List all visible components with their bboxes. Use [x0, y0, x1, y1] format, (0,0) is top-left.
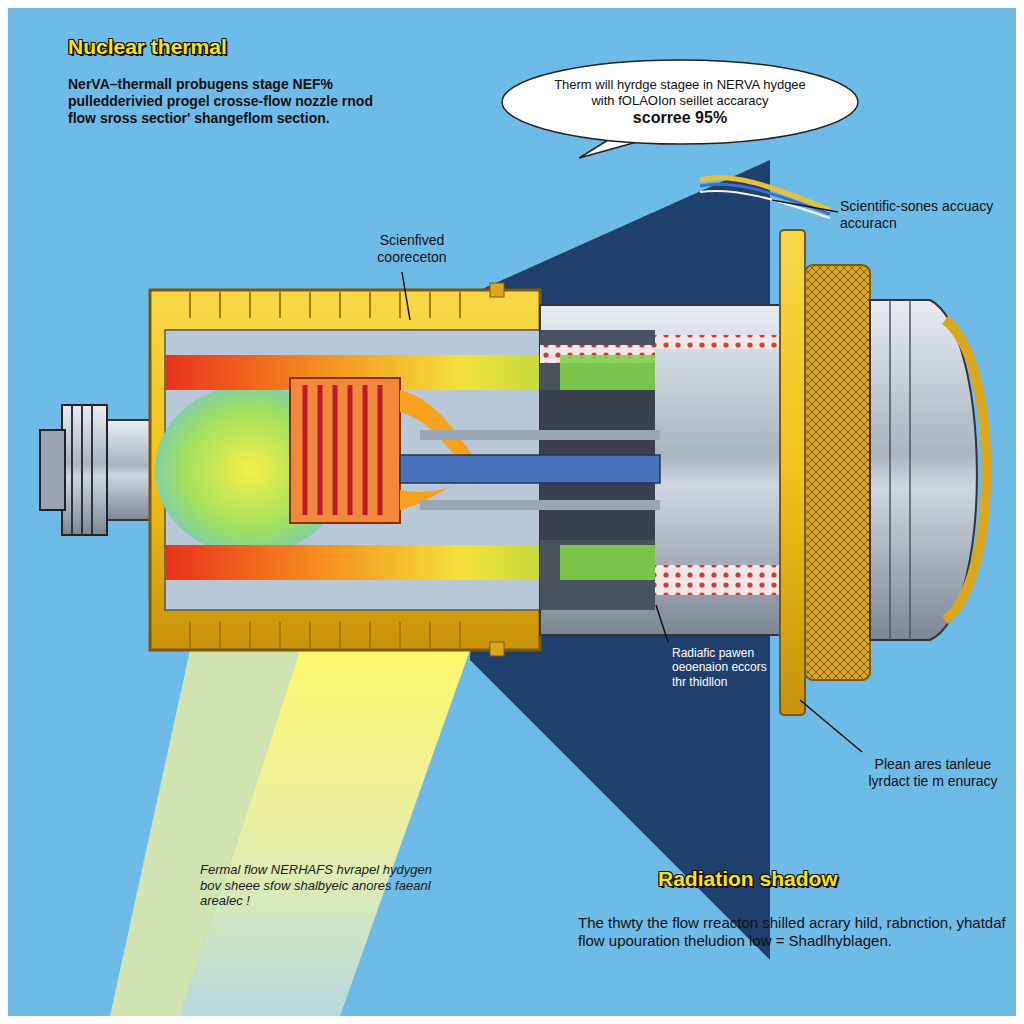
part-label: Scienfived cooreceton [352, 232, 472, 266]
callout-text: Therm will hyrdge stagee in NERVA hydgee… [547, 77, 813, 108]
subtitle-note: NerVA–thermall probugens stage NEF% pull… [68, 76, 398, 126]
part-label: Scientific-sones accuacy accuracn [840, 198, 1010, 232]
caption-note: The thwty the flow rreacton shilled acra… [578, 914, 1008, 950]
part-label: Plean ares tanleue lyrdact tie m enuracy [858, 756, 1008, 790]
region-label: Radiation shadow [658, 866, 918, 891]
ellipse-outline [500, 58, 860, 160]
callout-ellipse: Therm will hyrdge stagee in NERVA hydgee… [500, 58, 860, 146]
flow-note: Fermal flow NERHAFS hvrapel hydygen bov … [200, 862, 435, 909]
diagram-title: Nuclear thermal [68, 34, 227, 59]
accuracy-score: scorree 95% [547, 108, 813, 127]
part-label: Radiafic pawen oeoenaion eccors thr thid… [672, 646, 767, 689]
